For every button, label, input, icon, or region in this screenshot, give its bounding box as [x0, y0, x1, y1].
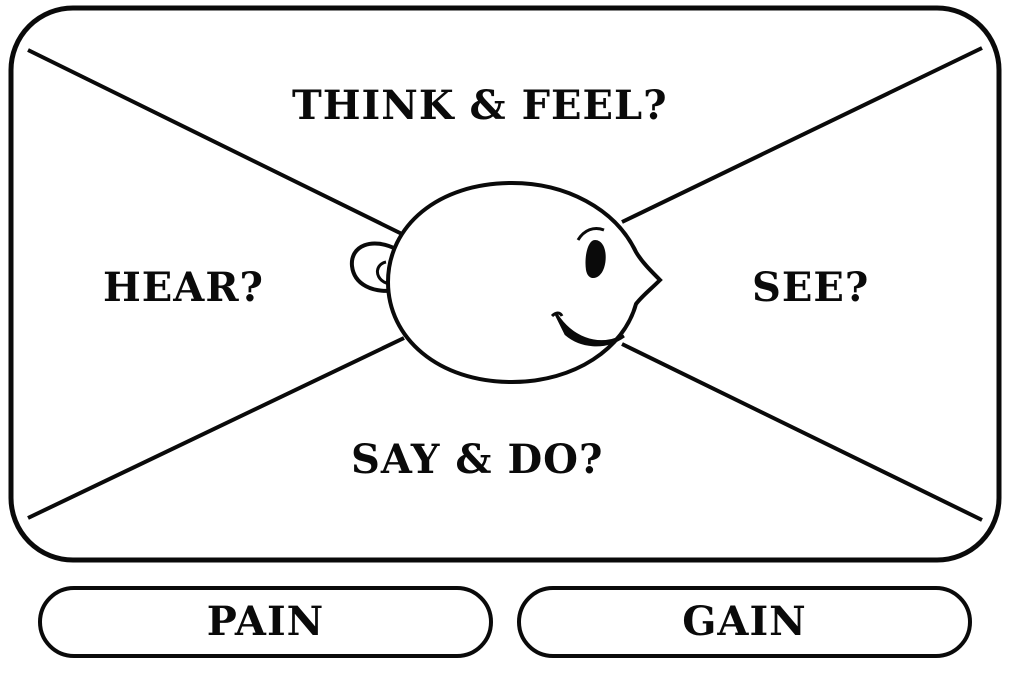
gain-box: GAIN	[517, 586, 972, 658]
quadrant-see-label: SEE?	[752, 264, 870, 311]
eyebrow-icon	[576, 226, 605, 241]
divider-top-right	[621, 46, 983, 224]
divider-bottom-left	[27, 336, 405, 520]
divider-top-left	[27, 48, 403, 236]
quadrant-say-do-label: SAY & DO?	[351, 436, 604, 483]
quadrant-hear-label: HEAR?	[103, 264, 264, 311]
pain-box: PAIN	[38, 586, 493, 658]
eye-icon	[585, 240, 606, 279]
divider-bottom-right	[621, 342, 983, 522]
head-illustration	[349, 180, 663, 385]
face-outline	[385, 180, 663, 385]
pain-label: PAIN	[206, 598, 325, 645]
quadrant-think-feel-label: THINK & FEEL?	[292, 82, 668, 129]
gain-label: GAIN	[682, 598, 807, 645]
smile-icon	[554, 313, 625, 347]
